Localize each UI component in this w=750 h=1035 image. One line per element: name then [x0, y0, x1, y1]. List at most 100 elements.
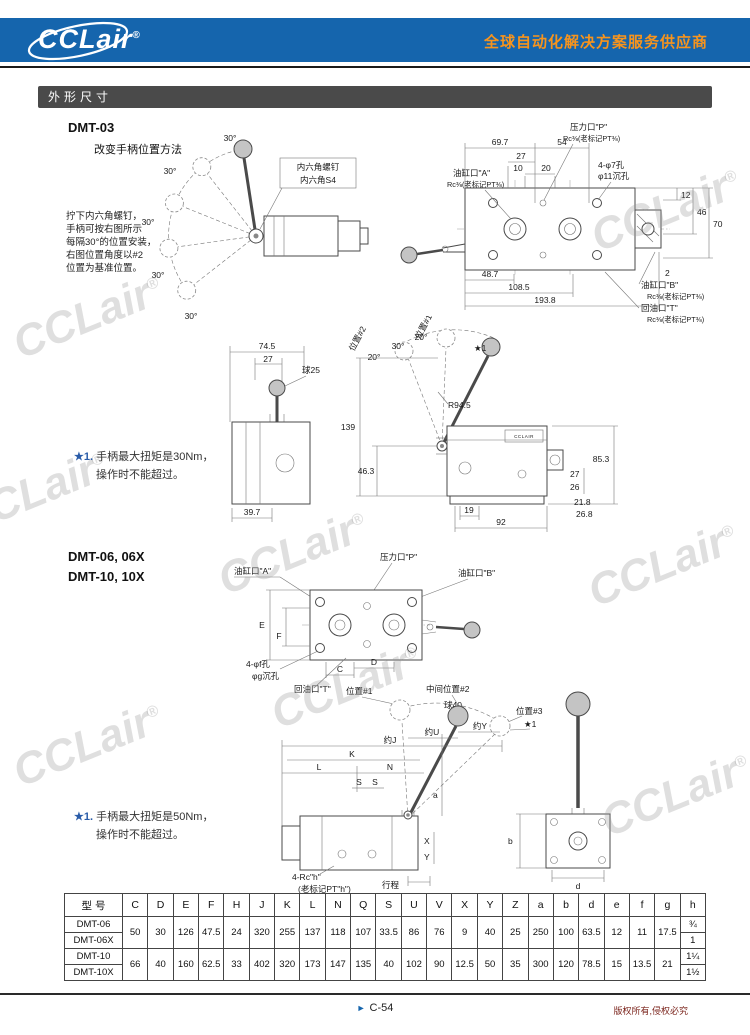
cell: 50 — [121, 916, 149, 949]
dim: d — [576, 881, 581, 891]
col-header: K — [274, 893, 301, 917]
col-header: X — [451, 893, 478, 917]
dim: 108.5 — [508, 282, 530, 292]
col-header: h — [679, 893, 707, 917]
table-row: DMT-10 66 40 160 62.5 33 402 320 173 147… — [64, 948, 707, 981]
port-t-label: 回油口"T" — [641, 303, 678, 313]
cell: 50 — [476, 948, 504, 981]
dim: 46 — [697, 207, 707, 217]
dmt03-method-description: 拧下内六角螺钉， 手柄可按右图所示 每隔30°的位置安装， 右图位置角度以#2 … — [66, 211, 157, 274]
screw-label: 内六角螺钉 — [297, 162, 340, 172]
cell: 255 — [274, 916, 301, 949]
cell: 35 — [502, 948, 529, 981]
cell: 11 — [628, 916, 656, 949]
dim: 27 — [570, 469, 580, 479]
cell: 100 — [552, 916, 580, 949]
angle-label: 30° — [164, 166, 177, 176]
port-p-thread: Rc⅜(老标记PT⅜) — [563, 134, 620, 143]
star-ref-label: ★1 — [474, 343, 487, 353]
handle-ball — [481, 337, 501, 357]
cell: 76 — [426, 916, 453, 949]
col-header: C — [121, 893, 149, 917]
dim: b — [508, 836, 513, 846]
header-bar: CCLair® 全球自动化解决方案服务供应商 — [0, 18, 750, 62]
cell: 1¼ — [679, 948, 707, 965]
dim: 26.8 — [576, 509, 593, 519]
angle-label: 30° — [152, 270, 165, 280]
col-header: L — [299, 893, 326, 917]
footer-rule — [0, 993, 750, 995]
stroke-label: 行程 — [382, 880, 400, 890]
cell: 62.5 — [198, 948, 225, 981]
dim: C — [337, 664, 343, 674]
port-t-label: 回油口"T" — [294, 684, 331, 694]
cell: 63.5 — [578, 916, 605, 949]
position-2-label: 位置#2 — [347, 324, 368, 352]
star-ref-label: ★1 — [524, 719, 537, 729]
dim: 39.7 — [244, 507, 261, 517]
brand-label: CCLAIR — [514, 434, 534, 439]
radius-label: R94.5 — [448, 400, 471, 410]
cell: 9 — [451, 916, 478, 949]
dmt03-top-view: 69.7 54 27 10 20 压力口"P" Rc⅜(老标记PT⅜) 4-φ7… — [400, 122, 723, 324]
cell: 137 — [299, 916, 326, 949]
dim: 92 — [496, 517, 506, 527]
section-title-bar: 外形尺寸 — [38, 86, 712, 108]
port-p-label: 压力口"P" — [380, 552, 417, 562]
logo-swoosh-icon — [27, 21, 129, 61]
page-number: ►C-54 — [356, 1002, 394, 1014]
cell: 86 — [400, 916, 428, 949]
col-header: Y — [476, 893, 504, 917]
angle-label: 20° — [415, 332, 428, 342]
cell: 30 — [147, 916, 174, 949]
cell: 17.5 — [654, 916, 681, 949]
screw-size-label: 内六角S4 — [300, 175, 336, 185]
cell: 135 — [350, 948, 377, 981]
holes-label: φg沉孔 — [252, 671, 280, 681]
dim: 54 — [557, 137, 567, 147]
cell: 47.5 — [198, 916, 225, 949]
table-row: DMT-06X 1 — [64, 932, 707, 949]
dim: 19 — [464, 505, 474, 515]
port-b-label: 油缸口"B" — [641, 280, 678, 290]
dimension-table: 型 号 C D E F H J K L N Q S U V X Y Z a b … — [64, 893, 707, 981]
dim: 48.7 — [482, 269, 499, 279]
dim: S — [372, 777, 378, 787]
table-row: DMT-10X 1½ — [64, 964, 707, 981]
col-header: S — [375, 893, 402, 917]
cell: 66 — [121, 948, 149, 981]
cell: 320 — [248, 916, 276, 949]
dim: F — [276, 631, 281, 641]
col-header: U — [400, 893, 428, 917]
dim: 139 — [341, 422, 355, 432]
table-header-row: 型 号 C D E F H J K L N Q S U V X Y Z a b … — [64, 893, 707, 917]
handle-ball — [233, 139, 253, 159]
model-cell: DMT-06 — [64, 916, 123, 933]
dmt03-handle-position-diagram: 内六角螺钉 内六角S4 30° 30° 30° 30° 30° — [142, 133, 369, 321]
position-1-label: 位置#1 — [346, 686, 373, 696]
angle-label: 30° — [185, 311, 198, 321]
dmt06-heading-2: DMT-10, 10X — [68, 569, 145, 584]
copyright-text: 版权所有,侵权必究 — [613, 1006, 688, 1016]
dim: L — [317, 762, 322, 772]
cell: 118 — [324, 916, 352, 949]
cell: 21 — [654, 948, 681, 981]
dim: Y — [424, 852, 430, 862]
cell: 107 — [350, 916, 377, 949]
cell: 12.5 — [451, 948, 478, 981]
port-a-label: 油缸口"A" — [234, 566, 271, 576]
dmt03-heading: DMT-03 — [68, 120, 115, 135]
handle-ball — [463, 621, 481, 639]
dmt03-method-title: 改变手柄位置方法 — [94, 144, 182, 156]
cell: 33 — [223, 948, 250, 981]
holes-label: 4-φ7孔 — [598, 160, 625, 170]
dim: 2 — [665, 268, 670, 278]
page-marker-icon: ► — [356, 1003, 366, 1013]
dim: 69.7 — [492, 137, 509, 147]
port-p-label: 压力口"P" — [570, 122, 607, 132]
dim: 约J — [384, 735, 397, 745]
cell: 126 — [172, 916, 200, 949]
cell: 24 — [223, 916, 250, 949]
cell: 13.5 — [628, 948, 656, 981]
